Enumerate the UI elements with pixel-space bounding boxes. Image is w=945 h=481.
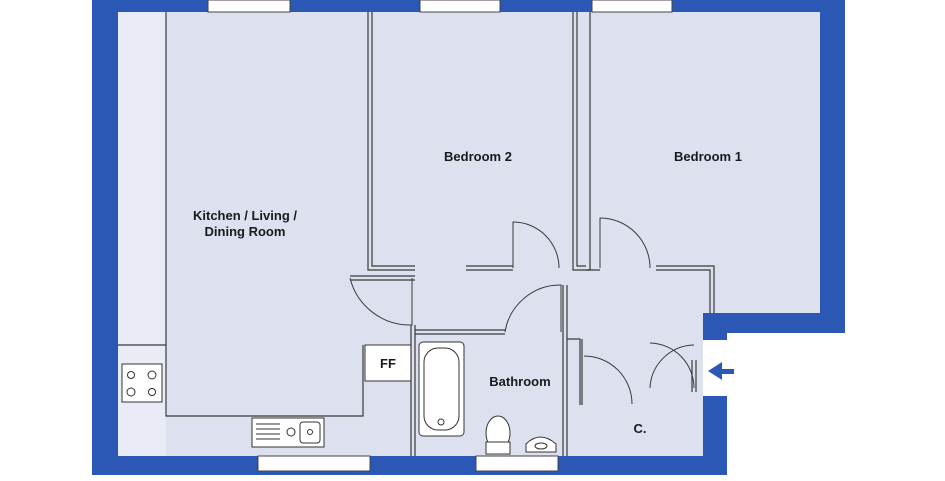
windows-bottom: [257, 455, 559, 472]
doors: [349, 217, 695, 405]
hob-icon: [121, 363, 163, 403]
fridge-freezer-label: FF: [380, 356, 396, 371]
bedroom1-label: Bedroom 1: [674, 149, 742, 164]
kitchen-counter: [118, 344, 364, 417]
basin-icon: [525, 436, 557, 453]
sink-icon: [251, 417, 325, 448]
toilet-icon: [485, 415, 511, 455]
bathroom-label: Bathroom: [489, 374, 550, 389]
interior-walls: [350, 12, 715, 456]
windows-top: [207, 0, 673, 13]
entrance-arrow-icon: [708, 362, 734, 380]
bath-icon: [418, 341, 465, 437]
cupboard-label: C.: [634, 421, 647, 436]
floor: [118, 12, 820, 456]
kitchen-label-line1: Kitchen / Living /: [193, 208, 297, 223]
bedroom2-label: Bedroom 2: [444, 149, 512, 164]
fridge-freezer: [364, 344, 412, 382]
kitchen-label-line2: Dining Room: [205, 224, 286, 239]
